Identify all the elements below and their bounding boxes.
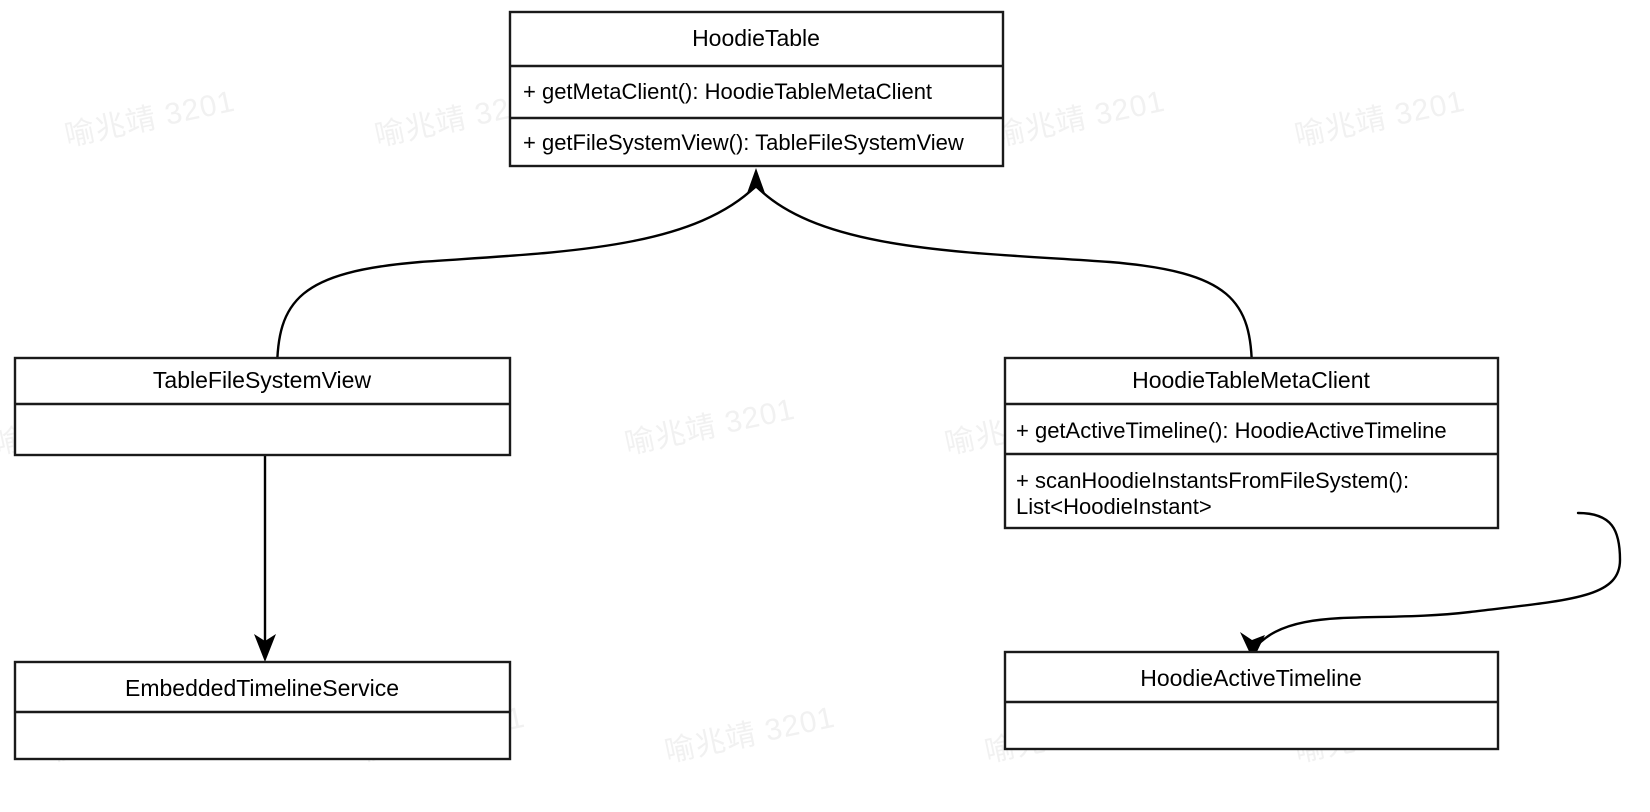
class-box-table-file-system-view[interactable]: TableFileSystemView <box>13 356 512 457</box>
class-member: List<HoodieInstant> <box>1016 494 1212 519</box>
class-box-outline <box>1003 650 1500 751</box>
class-member: + scanHoodieInstantsFromFileSystem(): <box>1016 468 1409 493</box>
class-name: TableFileSystemView <box>153 367 372 393</box>
class-box-hoodie-table[interactable]: HoodieTable + getMetaClient(): HoodieTab… <box>508 10 1005 168</box>
class-box-hoodie-active-timeline[interactable]: HoodieActiveTimeline <box>1003 650 1500 751</box>
class-box-outline <box>13 660 512 761</box>
edge-path <box>754 184 1254 374</box>
class-name: HoodieTable <box>692 25 820 51</box>
arrowhead-into-activetimeline <box>1240 632 1265 660</box>
edge-metaclient-to-activetimeline <box>1240 511 1622 660</box>
edge-path <box>275 184 758 374</box>
class-box-outline <box>1003 356 1500 530</box>
class-member: + getMetaClient(): HoodieTableMetaClient <box>523 79 932 104</box>
class-name: EmbeddedTimelineService <box>125 675 399 701</box>
arrowhead-into-embeddedtimelineservice <box>254 634 276 662</box>
arrowhead-into-hoodietable <box>746 168 766 196</box>
edge-path <box>1251 511 1622 652</box>
class-box-embedded-timeline-service[interactable]: EmbeddedTimelineService <box>13 660 512 761</box>
class-name: HoodieActiveTimeline <box>1140 665 1362 691</box>
class-box-hoodie-table-meta-client[interactable]: HoodieTableMetaClient + getActiveTimelin… <box>1003 356 1500 530</box>
class-box-outline <box>13 356 512 457</box>
class-member: + getActiveTimeline(): HoodieActiveTimel… <box>1016 418 1447 443</box>
edge-tablefilesystemview-to-embeddedtimelineservice <box>254 454 276 662</box>
edge-metaclient-to-hoodietable <box>754 184 1254 374</box>
edge-tablefilesystemview-to-hoodietable <box>275 184 758 374</box>
class-name: HoodieTableMetaClient <box>1132 367 1370 393</box>
class-box-outline <box>508 10 1005 168</box>
class-member: + getFileSystemView(): TableFileSystemVi… <box>523 130 964 155</box>
